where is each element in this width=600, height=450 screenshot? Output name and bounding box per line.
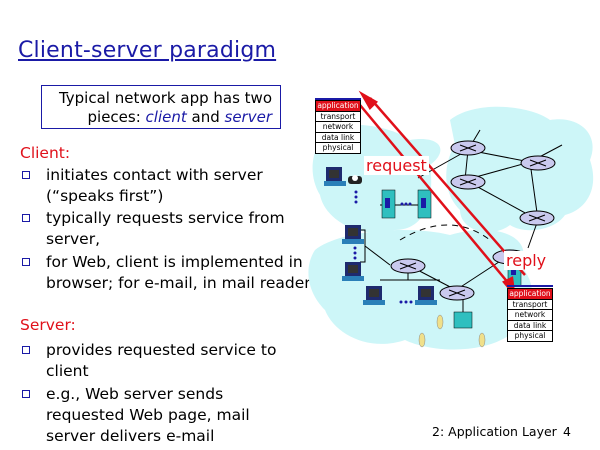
bullet-square-icon (22, 214, 30, 222)
wireless-handheld-icon (418, 314, 486, 348)
intro-line-2: pieces: client and server (42, 108, 272, 127)
router-icon (450, 174, 486, 190)
client-heading: Client: (20, 144, 71, 162)
router-icon (390, 258, 426, 274)
wireless-base-station-icon (453, 300, 473, 329)
network-cloud-core (446, 106, 594, 233)
server-tower-icon (381, 189, 396, 219)
intro-line-1: Typical network app has two (58, 89, 272, 107)
layer-physical: physical (322, 143, 354, 152)
bullet-text: e.g., Web server sends requested Web pag… (46, 385, 250, 445)
layer-transport: transport (316, 112, 360, 122)
client-protocol-stack: application transport network data link … (315, 100, 361, 154)
stack-top-bar (315, 98, 361, 100)
intro-and-word: and (186, 108, 225, 126)
client-bullet: initiates contact with server (“speaks f… (20, 165, 310, 207)
router-icon (450, 140, 486, 156)
bullet-text: provides requested service to client (46, 341, 277, 380)
network-diagram (308, 90, 594, 350)
desktop-computer-icon (342, 262, 364, 281)
desktop-computer-icon (363, 286, 385, 305)
request-label: request (364, 156, 429, 175)
arrow-head-icon (358, 90, 379, 111)
bullet-square-icon (22, 258, 30, 266)
footer-page-number: 4 (563, 424, 571, 439)
server-tower-icon (417, 189, 432, 219)
stack-top-bar (507, 285, 553, 287)
layer-application: application (316, 101, 360, 112)
footer-chapter: 2: Application Layer (432, 424, 557, 439)
intro-server-word: server (224, 108, 272, 126)
bullet-text: typically requests service from server, (46, 209, 285, 248)
layer-application: application (508, 289, 552, 300)
routers (390, 140, 556, 301)
reply-arrow-line (369, 97, 526, 276)
intro-callout: Typical network app has two pieces: clie… (41, 85, 281, 129)
layer-data-link: data link (316, 133, 360, 143)
intro-client-word: client (145, 108, 187, 126)
intro-prefix: pieces: (87, 108, 146, 126)
layer-network: network (316, 122, 360, 133)
server-heading: Server: (20, 316, 76, 334)
client-bullet: for Web, client is implemented in browse… (20, 252, 314, 294)
request-arrow-line (359, 104, 511, 286)
slide-title: Client-server paradigm (18, 38, 277, 63)
client-bullet: typically requests service from server, (20, 208, 314, 250)
bullet-square-icon (22, 346, 30, 354)
desktop-computer-icon (415, 286, 437, 305)
dotted-link (353, 190, 413, 304)
reply-label: reply (504, 251, 549, 270)
server-bullet: provides requested service to client (20, 340, 310, 382)
bullet-text: initiates contact with server (“speaks f… (46, 166, 263, 205)
telephone-icon (348, 175, 362, 184)
desktop-computer-icon (342, 225, 364, 244)
desktop-computer-icon (324, 167, 346, 186)
layer-physical: physical (514, 331, 546, 340)
server-bullet: e.g., Web server sends requested Web pag… (20, 384, 300, 447)
router-icon (520, 155, 556, 171)
bullet-text: for Web, client is implemented in browse… (46, 253, 311, 292)
router-icon (439, 285, 475, 301)
layer-data-link: data link (508, 321, 552, 331)
bullet-square-icon (22, 390, 30, 398)
server-protocol-stack: application transport network data link … (507, 288, 553, 342)
bullet-square-icon (22, 171, 30, 179)
router-icon (519, 210, 555, 226)
layer-network: network (508, 310, 552, 321)
layer-transport: transport (508, 300, 552, 310)
